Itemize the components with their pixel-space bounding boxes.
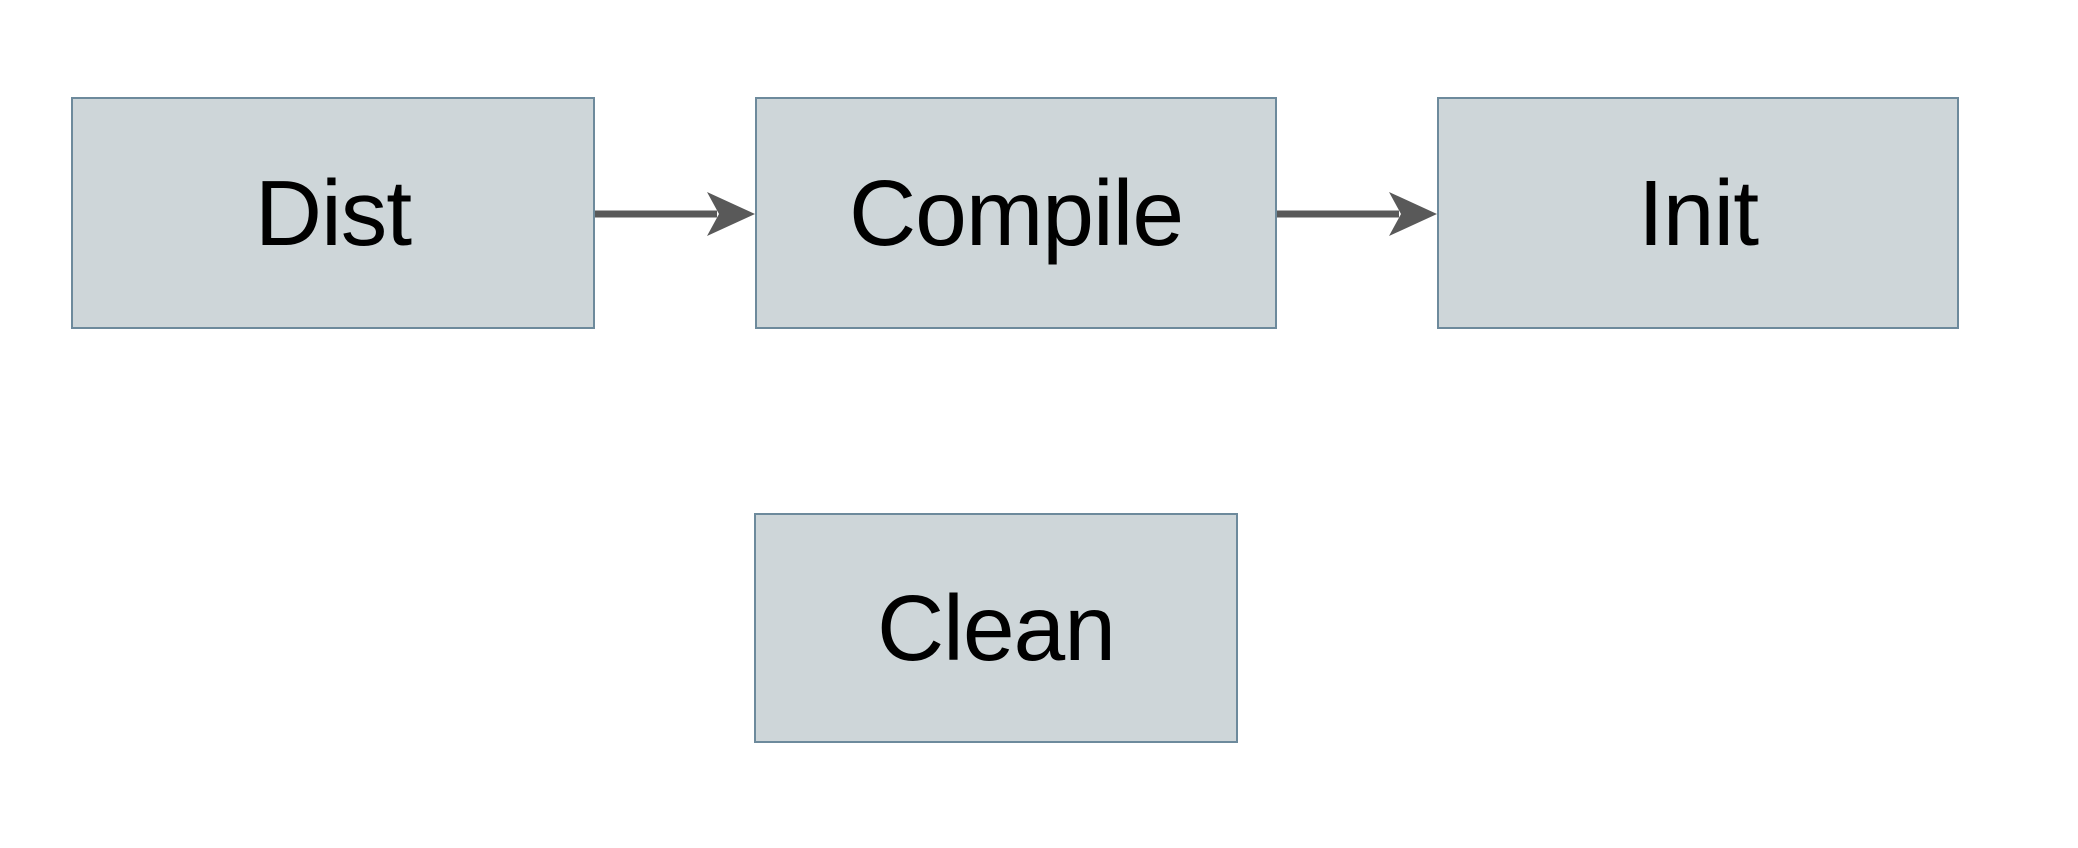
arrow-icon [1277, 192, 1437, 236]
node-dist[interactable]: Dist [71, 97, 595, 329]
node-dist-label: Dist [254, 160, 412, 265]
arrow-icon [595, 192, 755, 236]
edge-compile-to-init[interactable] [1277, 190, 1445, 238]
node-clean[interactable]: Clean [754, 513, 1238, 743]
edge-dist-to-compile[interactable] [595, 190, 763, 238]
node-init-label: Init [1637, 160, 1759, 265]
node-init[interactable]: Init [1437, 97, 1959, 329]
node-clean-label: Clean [877, 575, 1116, 680]
node-compile-label: Compile [848, 160, 1184, 265]
node-compile[interactable]: Compile [755, 97, 1277, 329]
